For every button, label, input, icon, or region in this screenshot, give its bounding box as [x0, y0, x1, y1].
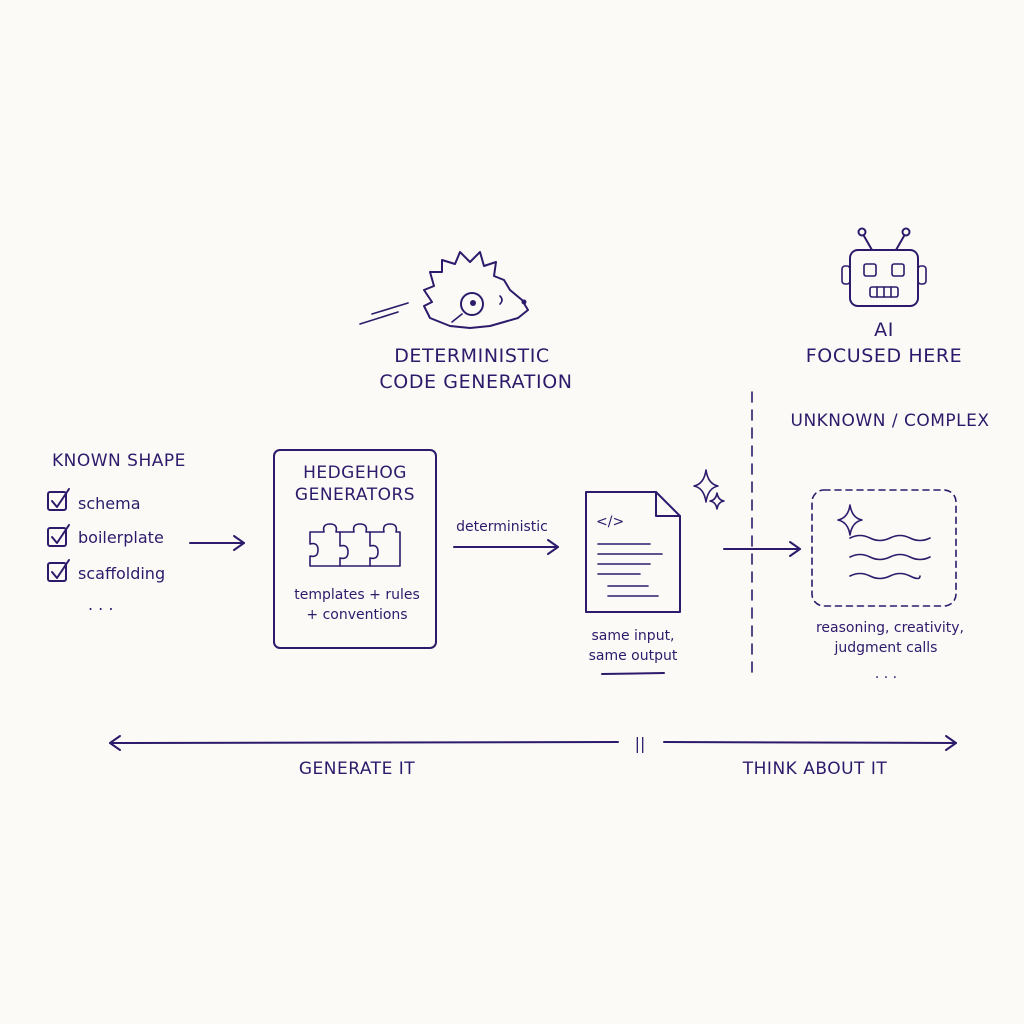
arrow-to-unknown [723, 541, 801, 557]
code-tag: </> [596, 514, 624, 530]
checklist-item: boilerplate [78, 528, 164, 547]
unknown-heading: UNKNOWN / COMPLEX [791, 411, 990, 431]
checklist-item: schema [78, 494, 141, 513]
title-line-1: DETERMINISTIC [394, 345, 550, 367]
think-about-it-label: THINK ABOUT IT [742, 759, 888, 779]
deterministic-label: deterministic [456, 519, 548, 535]
arrow-to-output [453, 539, 559, 555]
output-caption-line-2: same output [589, 648, 678, 664]
checkbox-icon [47, 562, 67, 582]
wavy-lines [849, 534, 931, 580]
robot-icon [841, 227, 927, 307]
unknown-caption-line-1: reasoning, creativity, [816, 620, 964, 636]
check-icon [51, 524, 70, 544]
unknown-box [811, 489, 957, 607]
puzzle-icon [309, 523, 401, 567]
arrow-to-generators [189, 535, 245, 551]
unknown-ellipsis: . . . [875, 666, 897, 682]
spectrum-arrow-left [109, 735, 619, 751]
spectrum-arrow-right [663, 735, 957, 751]
hedgehog-icon [359, 251, 529, 329]
generators-title-line-1: HEDGEHOG [303, 463, 407, 483]
sparkle-icon [693, 469, 725, 510]
generators-title-line-2: GENERATORS [295, 485, 415, 505]
ai-label-line-1: AI [874, 319, 894, 341]
generators-caption-line-1: templates + rules [294, 587, 420, 603]
checklist: schema boilerplate scaffolding . . . [47, 488, 165, 614]
check-icon [51, 559, 70, 579]
caption-underline [601, 672, 665, 675]
checkbox-icon [47, 527, 67, 547]
code-file-icon: </> [585, 491, 681, 613]
ai-label-line-2: FOCUSED HERE [806, 345, 963, 367]
spectrum-divider: || [635, 734, 646, 753]
checkbox-icon [47, 491, 67, 511]
unknown-caption-line-2: judgment calls [834, 640, 938, 656]
generators-box [273, 449, 437, 649]
generators-caption-line-2: + conventions [306, 607, 407, 623]
checklist-item: scaffolding [78, 564, 165, 583]
title-line-2: CODE GENERATION [379, 371, 572, 393]
sparkle-icon [837, 504, 863, 536]
known-shape-heading: KNOWN SHAPE [52, 451, 186, 471]
known-ellipsis: . . . [88, 595, 113, 614]
check-icon [51, 488, 70, 508]
output-caption-line-1: same input, [591, 628, 674, 644]
generate-it-label: GENERATE IT [299, 759, 415, 779]
